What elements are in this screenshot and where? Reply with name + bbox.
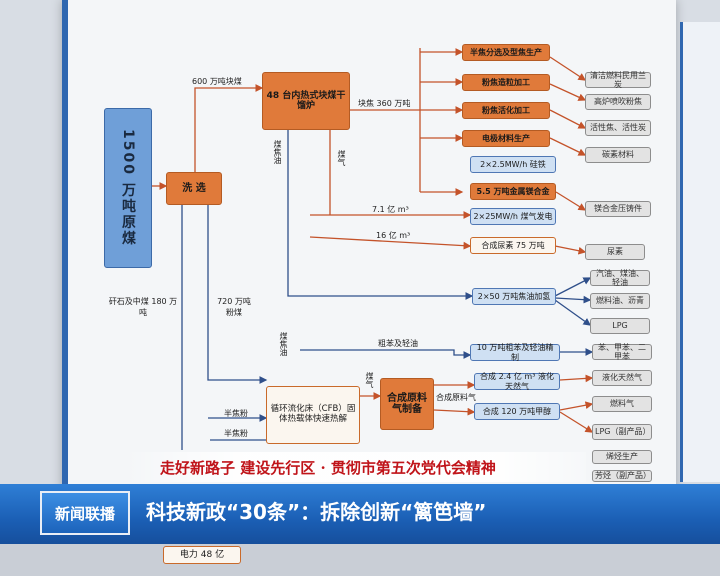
slogan-text: 走好新路子 建设先行区 · 贯彻市第五次党代会精神	[160, 458, 496, 477]
product-box-7: 2×25MW/h 煤气发电	[470, 208, 556, 225]
flow-label-coal-tar-2: 煤焦油	[279, 332, 288, 356]
flow-label-7-1: 7.1 亿 m³	[372, 205, 409, 214]
syngas-box: 合成原料气制备	[380, 378, 434, 430]
news-headline: 科技新政“30条”：拆除创新“篱笆墙”	[146, 500, 487, 524]
end-product-10: 苯、甲苯、二甲苯	[592, 343, 652, 361]
washing-box: 洗 选	[166, 172, 222, 205]
flow-label-syn-gas: 合成原料气	[436, 393, 476, 402]
end-product-6: 尿素	[585, 244, 645, 260]
flow-label-720: 720 万吨粉煤	[217, 297, 251, 317]
end-product-3: 活性焦、活性炭	[585, 120, 651, 136]
product-box-8: 合成尿素 75 万吨	[470, 237, 556, 254]
flow-label-coal-tar: 煤焦油	[273, 140, 282, 164]
end-product-11: 液化天然气	[592, 370, 652, 386]
dry-distillation-box: 48 台内热式块煤干馏炉	[262, 72, 350, 130]
cfb-box: 循环流化床（CFB）固体热载体快速热解	[266, 386, 360, 444]
flow-label-coal-gas: 煤气	[337, 150, 346, 166]
flow-label-semi-coke-2: 半焦粉	[224, 429, 248, 438]
bottom-strip	[0, 544, 720, 576]
end-product-9: LPG	[590, 318, 650, 334]
adjacent-board	[680, 22, 720, 482]
product-box-6: 5.5 万吨金属镁合金	[470, 183, 556, 200]
raw-coal-box: 1500 万吨原煤	[104, 108, 152, 268]
end-product-13: LPG（副产品）	[592, 424, 652, 440]
flow-label-coal-gas-2: 煤气	[365, 372, 374, 388]
product-box-2: 粉焦造粒加工	[462, 74, 550, 91]
flow-label-600: 600 万吨块煤	[192, 77, 242, 86]
end-product-8: 燃料油、沥青	[590, 293, 650, 309]
product-box-9: 2×50 万吨焦油加氢	[472, 288, 556, 305]
product-box-11: 合成 2.4 亿 m³ 液化天然气	[474, 372, 560, 391]
product-box-5: 2×2.5MW/h 硅铁	[470, 156, 556, 173]
flow-label-16: 16 亿 m³	[376, 231, 411, 240]
end-product-14: 烯烃生产	[592, 450, 652, 464]
news-logo: 新闻联播	[40, 491, 130, 535]
end-product-4: 碳素材料	[585, 147, 651, 163]
product-box-12: 合成 120 万吨甲醇	[474, 403, 560, 420]
end-product-12: 燃料气	[592, 396, 652, 412]
flow-label-semi-coke: 半焦粉	[224, 409, 248, 418]
end-product-2: 高炉喷吹粉焦	[585, 94, 651, 110]
product-box-1: 半焦分选及型焦生产	[462, 44, 550, 61]
end-product-7: 汽油、煤油、轻油	[590, 269, 650, 287]
end-product-1: 清洁燃料民用兰炭	[585, 71, 651, 89]
flow-label-benzene: 粗苯及轻油	[378, 339, 418, 348]
end-product-15: 芳烃（副产品）	[592, 470, 652, 482]
power-box: 电力 48 亿	[163, 546, 241, 564]
product-box-10: 10 万吨粗苯及轻油精制	[470, 343, 560, 362]
slogan-banner: 走好新路子 建设先行区 · 贯彻市第五次党代会精神	[130, 452, 586, 482]
product-box-3: 粉焦活化加工	[462, 102, 550, 119]
product-box-4: 电极材料生产	[462, 130, 550, 147]
end-product-5: 镁合金压铸件	[585, 201, 651, 217]
flow-label-gangue: 矸石及中煤 180 万吨	[108, 297, 178, 317]
flow-label-360: 块焦 360 万吨	[358, 99, 411, 108]
